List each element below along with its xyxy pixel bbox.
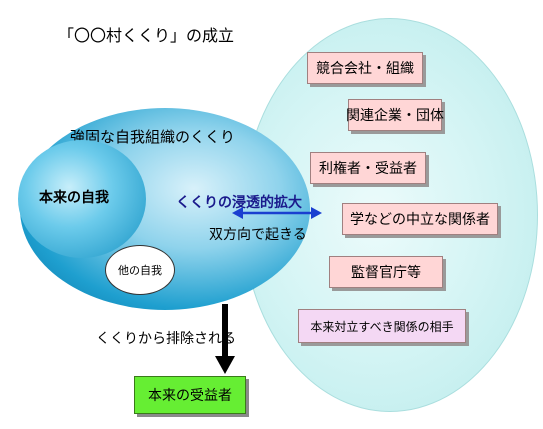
bidirectional-arrow [232,207,322,219]
true-beneficiary-box: 本来の受益者 [134,376,246,414]
bidirectional-label: 双方向で起きる [209,227,307,243]
stakeholder-box-competitors: 競合会社・組織 [307,52,423,84]
true-self-ellipse [18,140,146,258]
exclusion-arrow [215,304,235,374]
stakeholder-box-neutral-parties: 学などの中立な関係者 [342,203,498,235]
true-beneficiary-label: 本来の受益者 [148,388,232,404]
stakeholder-box-counterparts: 本来対立すべき関係の相手 [298,309,466,343]
stakeholder-box-regulators: 監督官庁等 [329,256,443,288]
other-self-ellipse: 他の自我 [105,245,175,295]
diagram-title: 「〇〇村くくり」の成立 [58,26,235,45]
exclusion-label: くくりから排除される [96,331,236,347]
spread-label: くくりの浸透的拡大 [176,195,302,211]
other-self-label: 他の自我 [118,264,162,277]
true-self-label: 本来の自我 [39,190,109,206]
ego-organization-label: 強固な自我組織のくくり [70,128,236,146]
stakeholder-box-affiliates: 関連企業・団体 [346,99,444,131]
stakeholder-box-beneficiaries: 利権者・受益者 [310,152,426,184]
